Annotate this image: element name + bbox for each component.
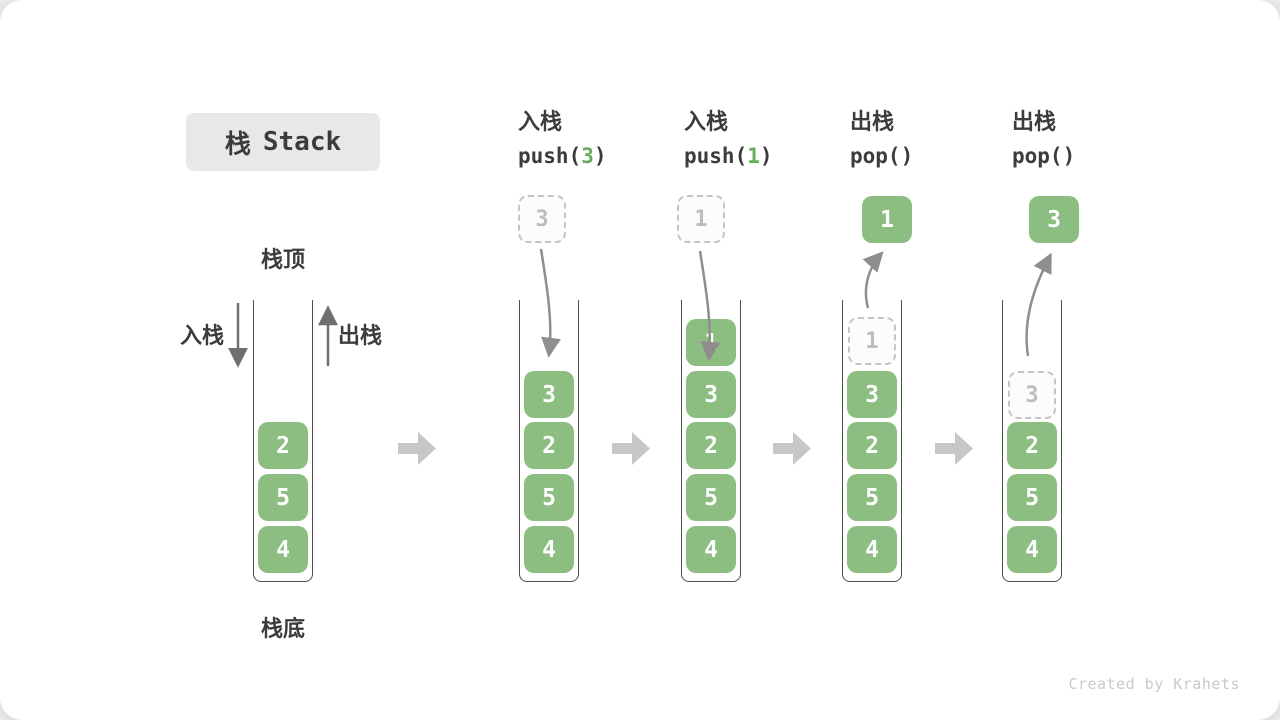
popped-element: 1: [862, 196, 912, 243]
stack-container-2: [519, 300, 579, 582]
diagram-title: 栈 Stack: [186, 113, 380, 171]
title-en: Stack: [262, 127, 342, 157]
op-pop-1-code: pop(): [850, 144, 1020, 168]
stack-element: 5: [1007, 474, 1057, 521]
stack-element: 4: [524, 526, 574, 573]
stack-container-4: [842, 300, 902, 582]
push-direction-label: 入栈: [179, 324, 224, 349]
stack-element: 3: [686, 371, 736, 418]
op-pop-3-zh: 出栈: [1012, 110, 1057, 135]
incoming-ghost-box: 3: [518, 195, 566, 243]
watermark: Created by Krahets: [1068, 675, 1240, 693]
removed-ghost-box: 3: [1008, 371, 1056, 419]
stack-element: 4: [258, 526, 308, 573]
stage-arrow-3: [773, 432, 811, 465]
code-pre: push(: [684, 144, 748, 168]
stack-container-3: [681, 300, 741, 582]
code-arg: 3: [581, 144, 594, 168]
code-post: ): [900, 144, 914, 168]
stage-arrow-1: [398, 432, 436, 465]
stack-element: 1: [686, 319, 736, 366]
op-push-1-zh: 入栈: [684, 110, 729, 135]
stack-element: 2: [524, 422, 574, 469]
popped-element: 3: [1029, 196, 1079, 243]
incoming-ghost-box: 1: [677, 195, 725, 243]
code-pre: pop(: [850, 144, 901, 168]
stack-element: 5: [847, 474, 897, 521]
op-push-1-code: push(1): [684, 144, 854, 168]
op-push-3-zh: 入栈: [518, 110, 563, 135]
stack-top-label: 栈顶: [260, 248, 305, 273]
stack-element: 4: [847, 526, 897, 573]
op-pop-3-code: pop(): [1012, 144, 1182, 168]
title-zh: 栈: [224, 129, 251, 160]
stage-arrow-2: [612, 432, 650, 465]
op-push-1: 入栈 push(1): [684, 104, 854, 168]
stack-element: 2: [686, 422, 736, 469]
code-post: ): [593, 144, 607, 168]
stack-element: 2: [847, 422, 897, 469]
stack-container-5: [1002, 300, 1062, 582]
stack-element: 2: [258, 422, 308, 469]
stack-element: 5: [686, 474, 736, 521]
stack-element: 2: [1007, 422, 1057, 469]
stack-bottom-label: 栈底: [260, 617, 305, 642]
stack-element: 3: [524, 371, 574, 418]
op-push-3-code: push(3): [518, 144, 688, 168]
code-post: ): [759, 144, 773, 168]
op-push-3: 入栈 push(3): [518, 104, 688, 168]
stack-element: 4: [1007, 526, 1057, 573]
stack-element: 3: [847, 371, 897, 418]
code-pre: pop(: [1012, 144, 1063, 168]
op-pop-1: 出栈 pop(): [850, 104, 1020, 168]
removed-ghost-box: 1: [848, 317, 896, 365]
stack-element: 5: [524, 474, 574, 521]
code-arg: 1: [747, 144, 760, 168]
stack-container-1: [253, 300, 313, 582]
code-pre: push(: [518, 144, 582, 168]
stage-arrow-4: [935, 432, 973, 465]
code-post: ): [1062, 144, 1076, 168]
op-pop-3: 出栈 pop(): [1012, 104, 1182, 168]
stack-element: 5: [258, 474, 308, 521]
op-pop-1-zh: 出栈: [850, 110, 895, 135]
pop-direction-label: 出栈: [338, 324, 383, 349]
stack-element: 4: [686, 526, 736, 573]
